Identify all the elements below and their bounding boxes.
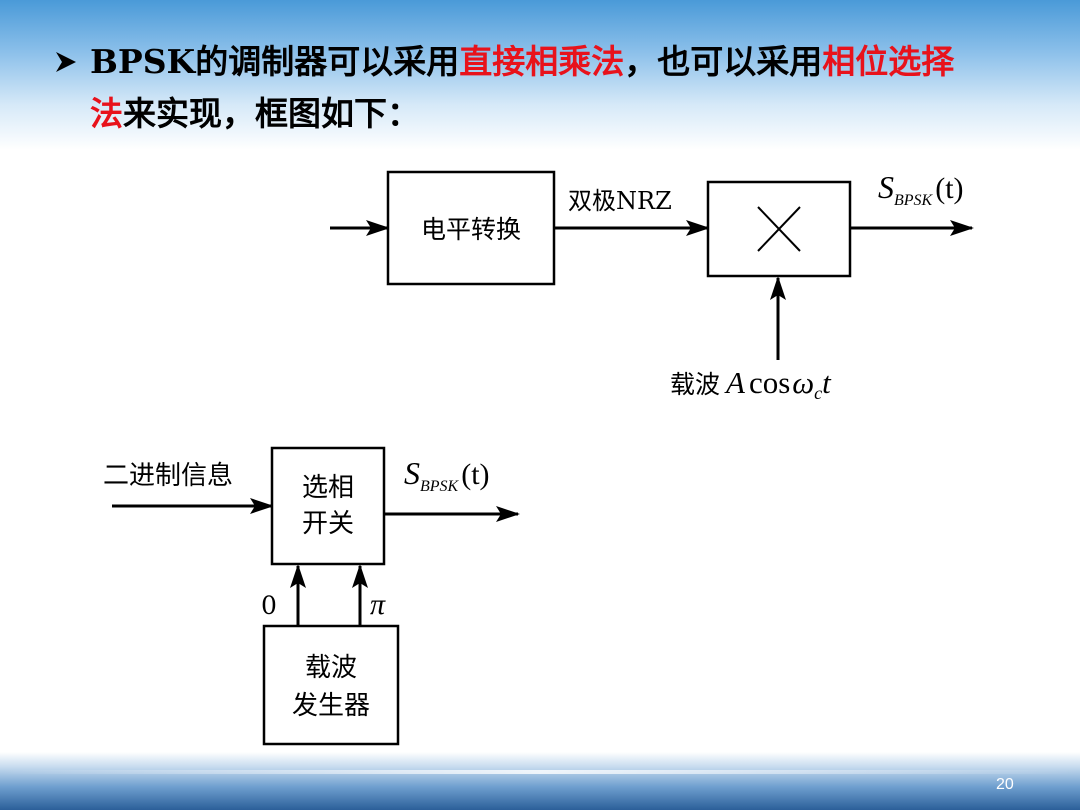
- output-label-1: SBPSK(t): [878, 169, 964, 209]
- title-line1-prefix: BPSK的调制器可以采用: [90, 42, 460, 81]
- footer-gradient-band: [0, 752, 1080, 810]
- title-highlight-phase-select: 相位选择: [822, 42, 955, 81]
- binary-info-label: 二进制信息: [103, 461, 233, 491]
- phase-zero-label: 0: [261, 591, 277, 620]
- phase-switch-block: [270, 446, 386, 566]
- title-line2-rest: 来实现，框图如下：: [123, 94, 420, 133]
- page-number: 20: [996, 776, 1014, 793]
- title-line1-mid: ，也可以采用: [624, 42, 823, 81]
- title-line-2: 法来实现，框图如下：: [52, 88, 1052, 140]
- title-line-1: BPSK的调制器可以采用直接相乘法，也可以采用相位选择: [52, 36, 1052, 88]
- carrier-generator-label-line1: 载波: [305, 653, 357, 683]
- output-label-2: SBPSK(t): [404, 455, 490, 495]
- title-highlight-method: 法: [90, 94, 123, 133]
- phase-pi-label: π: [370, 588, 386, 621]
- carrier-generator-block: [262, 624, 400, 746]
- phase-switch-label-line1: 选相: [302, 473, 354, 503]
- diagram-phase-select: 二进制信息 选相 开关 SBPSK(t) 0 π 载波 发生器: [103, 446, 520, 746]
- multiply-icon: [757, 206, 801, 252]
- title-highlight-direct-multiply: 直接相乘法: [459, 42, 625, 81]
- slide-title: BPSK的调制器可以采用直接相乘法，也可以采用相位选择 法来实现，框图如下：: [52, 36, 1052, 140]
- level-converter-label: 电平转换: [421, 215, 521, 244]
- carrier-generator-label-line2: 发生器: [292, 691, 370, 721]
- arrow-bullet-icon: [52, 36, 88, 103]
- header-gradient-band: [0, 0, 1080, 150]
- level-converter-block: [386, 170, 556, 286]
- phase-switch-label-line2: 开关: [302, 509, 354, 539]
- nrz-label: 双极NRZ: [568, 187, 672, 215]
